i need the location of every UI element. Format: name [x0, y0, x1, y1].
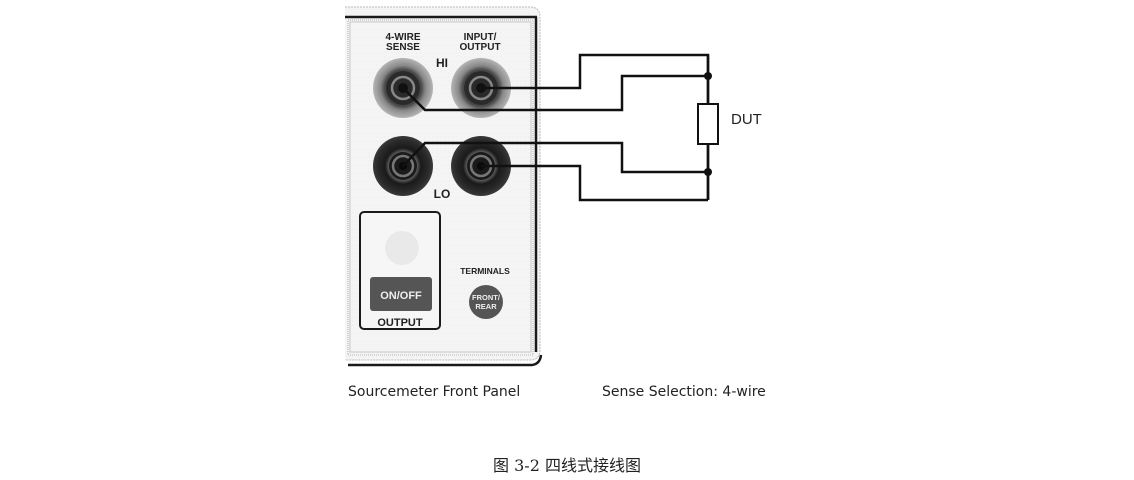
sense-label-line1: 4-WIRE — [386, 32, 421, 43]
sourcemeter-front-panel: 4-WIRE SENSE INPUT/ OUTPUT HI LO — [345, 6, 543, 367]
dut-resistor — [697, 55, 719, 200]
caption-front-panel: Sourcemeter Front Panel — [348, 384, 520, 400]
hi-sense-wire — [402, 74, 708, 112]
output-on-off-button[interactable] — [370, 277, 432, 311]
figure-caption: 图 3-2 四线式接线图 — [493, 456, 641, 475]
lo-label: LO — [434, 187, 451, 201]
io-label-line1: INPUT/ — [464, 32, 497, 43]
panel-bottom-border — [348, 354, 543, 367]
sense-label-line2: SENSE — [386, 42, 420, 53]
front-rear-button[interactable]: FRONT/ REAR — [469, 285, 503, 319]
output-label: OUTPUT — [377, 317, 423, 329]
io-label-line2: OUTPUT — [459, 42, 500, 53]
lo-source-wire — [481, 164, 708, 202]
on-off-label: ON/OFF — [380, 290, 422, 302]
panel-inner-frame — [349, 21, 532, 353]
hi-label: HI — [436, 56, 448, 70]
upper-junction-dot — [704, 72, 712, 80]
front-rear-label-line2: REAR — [475, 302, 497, 311]
caption-sense-selection: Sense Selection: 4-wire — [602, 384, 766, 400]
terminals-label: TERMINALS — [460, 266, 510, 276]
output-section-frame — [359, 211, 441, 330]
lo-sense-wire — [402, 141, 708, 174]
output-indicator-led — [385, 231, 419, 265]
lower-junction-dot — [704, 168, 712, 176]
dut-label: DUT — [731, 111, 762, 128]
wiring — [402, 53, 710, 202]
front-rear-label-line1: FRONT/ — [472, 293, 501, 302]
